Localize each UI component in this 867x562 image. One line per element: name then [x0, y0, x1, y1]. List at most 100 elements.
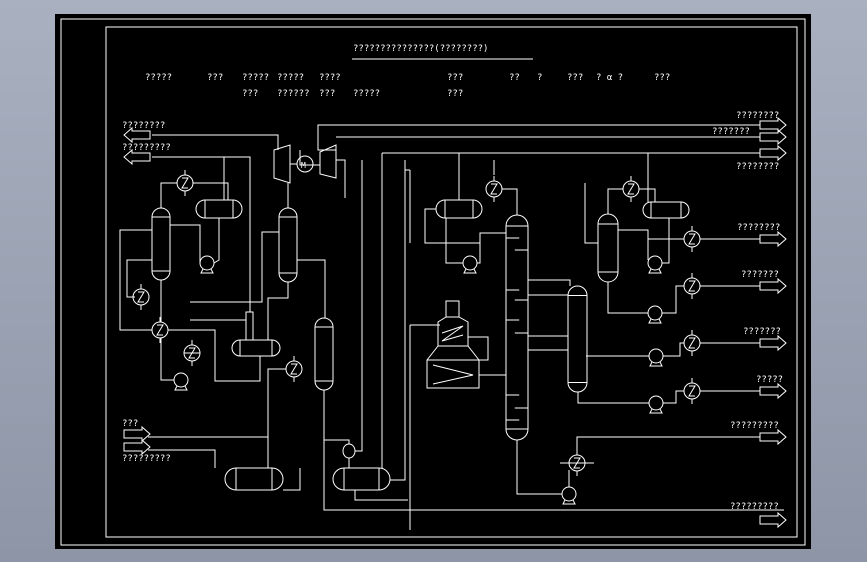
column-shell [151, 207, 171, 281]
exchanger-coil [688, 337, 696, 349]
right-outlet-label: ??????? [741, 270, 779, 280]
arrow-shape [759, 382, 787, 400]
legend-label: ?? [509, 73, 520, 83]
pipe-line [267, 282, 289, 340]
pump-icon [648, 395, 664, 414]
legend-label: ? α ? [596, 73, 623, 83]
pipe-line [477, 232, 506, 264]
horizontal-drum [435, 199, 483, 219]
right-outlet-label: ????? [756, 375, 783, 385]
pipe-line [126, 259, 152, 298]
legend-label: ????? [145, 73, 172, 83]
pipe-line [663, 342, 684, 357]
left-outlet-label: ????????? [122, 143, 171, 153]
right-outlet-label: ????????? [730, 502, 779, 512]
distillation-column [151, 207, 171, 281]
equipment-layer [123, 116, 787, 529]
pipe-line [119, 229, 152, 331]
pump-base [562, 499, 576, 505]
pipe-line [577, 392, 649, 404]
heat-exchanger-icon [683, 273, 701, 299]
right-outlet-label: ??????? [712, 127, 750, 137]
exchanger-coil [688, 233, 696, 245]
exchanger-coil [181, 177, 189, 189]
furnace-coil [432, 364, 474, 385]
pump-base [463, 268, 477, 274]
furnace-stack [445, 300, 460, 318]
legend-label: ????? [242, 73, 269, 83]
legend-label: ??? [654, 73, 670, 83]
legend-label: ??? [447, 73, 463, 83]
legend-label: ??? [242, 89, 258, 99]
outlet-arrow-icon [759, 128, 787, 146]
arrow-shape [759, 277, 787, 295]
pipe-line [297, 259, 326, 318]
vessel-body [245, 311, 254, 341]
pipe-line [662, 218, 670, 264]
pipe-line [618, 229, 684, 240]
column-shell [278, 207, 298, 283]
pipe-line [663, 390, 684, 404]
furnace-body [426, 316, 480, 389]
outlet-arrow-icon [759, 230, 787, 248]
right-outlet-label: ???????? [737, 223, 780, 233]
pipe-line [160, 182, 177, 208]
pipe-line [299, 150, 320, 166]
small-vessel [245, 311, 254, 341]
outlet-arrow-icon [123, 425, 151, 443]
exchanger-coil [490, 183, 498, 195]
pump-casing [647, 255, 663, 271]
inner-border [105, 26, 798, 538]
arrow-shape [759, 128, 787, 146]
column-shell [567, 285, 588, 393]
horizontal-drum [642, 201, 690, 219]
pipe-line [607, 188, 623, 214]
outlet-arrow-left-icon [123, 148, 151, 166]
pump-base [174, 385, 188, 391]
heat-exchanger-icon [683, 226, 701, 252]
right-outlet-label: ????????? [730, 421, 779, 431]
furnace-icon [426, 300, 480, 389]
legend-label: ??? [447, 89, 463, 99]
arrow-shape [123, 126, 151, 144]
right-outlet-label: ???????? [736, 162, 779, 172]
pump-casing [561, 486, 577, 502]
pump-casing [199, 255, 215, 271]
heat-exchanger-icon [683, 378, 701, 404]
drum-shell [195, 199, 243, 219]
pipe-line [618, 229, 649, 260]
distillation-column [278, 207, 298, 283]
distillation-column [505, 214, 529, 441]
legend-label: ???? [319, 73, 341, 83]
pipe-line [502, 188, 518, 215]
pipe-line [639, 188, 656, 202]
pump-casing [648, 395, 664, 411]
arrow-shape [759, 230, 787, 248]
right-outlet-label: ??????? [743, 327, 781, 337]
exchanger-coil [156, 324, 164, 336]
horizontal-drum [224, 467, 284, 491]
pipe-line [148, 368, 286, 438]
compressor-body [319, 144, 337, 179]
motor-label: M [301, 161, 306, 170]
pipe-line [213, 218, 220, 264]
pump-casing [647, 305, 663, 321]
exchanger-coil [290, 363, 298, 375]
distillation-column [597, 213, 619, 283]
pump-icon [561, 486, 577, 505]
outlet-arrow-icon [759, 144, 787, 162]
arrow-shape [759, 428, 787, 446]
arrow-shape [759, 116, 787, 134]
horizontal-drum [332, 467, 391, 491]
horizontal-drum [195, 199, 243, 219]
arrow-shape [759, 511, 787, 529]
pump-icon [647, 255, 663, 274]
pump-base [649, 408, 663, 414]
pipe-line [390, 160, 406, 481]
pump-icon [199, 255, 215, 274]
pump-base [200, 268, 214, 274]
heat-exchanger-icon [622, 176, 640, 202]
drum-shell [224, 467, 284, 491]
distillation-column [567, 285, 588, 393]
exchanger-coil [688, 385, 696, 397]
